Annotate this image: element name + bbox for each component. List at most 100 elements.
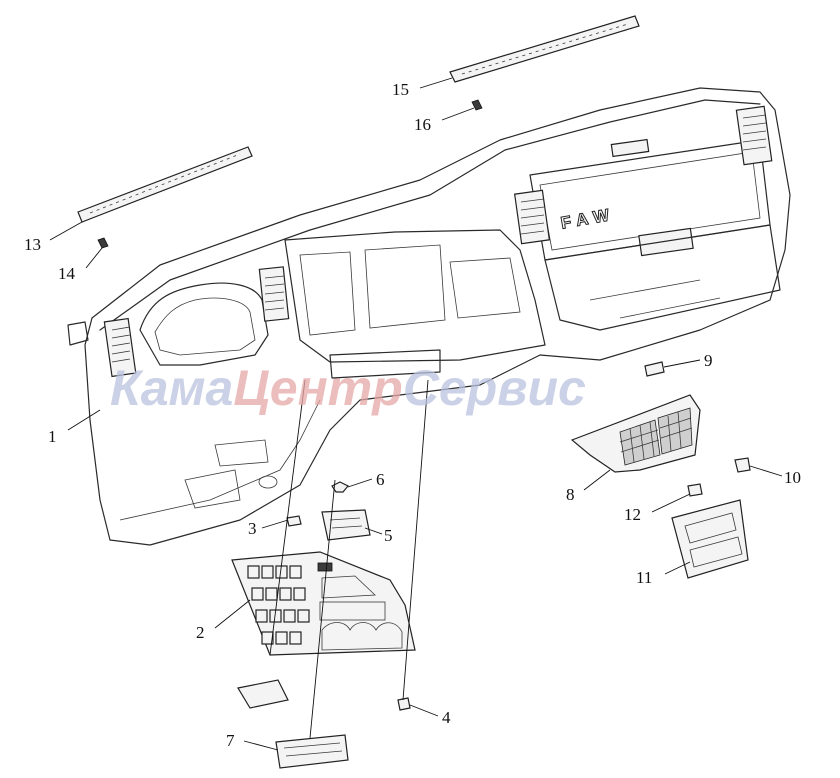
callout-10: 10	[784, 468, 801, 487]
leader-16	[441, 107, 475, 121]
leader-4	[409, 704, 439, 717]
clip-part-9	[644, 361, 665, 377]
switch-button	[289, 631, 302, 645]
instrument-cluster-inner	[154, 297, 256, 356]
switch-button	[247, 565, 260, 579]
lower-compartment-handle	[638, 227, 694, 257]
switch-button	[275, 631, 288, 645]
leader-10	[749, 465, 783, 477]
switch-button	[255, 609, 268, 623]
console-lower-panel	[329, 349, 441, 379]
leader-11	[664, 561, 691, 575]
switch-button	[251, 587, 264, 601]
left-air-vent-slats	[111, 326, 131, 363]
switch-button	[265, 587, 278, 601]
leader-14	[85, 247, 103, 269]
switch-panel	[231, 551, 416, 656]
leader-6	[347, 478, 373, 488]
right-inner-air-vent-slats	[520, 198, 545, 235]
lower-right-shelf-ribs	[589, 279, 721, 319]
callout-13: 13	[24, 235, 41, 254]
leader-7	[243, 740, 279, 751]
right-outer-air-vent-slats	[742, 114, 767, 151]
faw-logo: FAW	[559, 205, 616, 233]
right-defrost-strip-slots	[461, 23, 629, 75]
right-inner-air-vent	[513, 189, 551, 245]
dashboard-top-outline	[91, 87, 791, 319]
callout-12: 12	[624, 505, 641, 524]
leader-9	[663, 359, 701, 368]
callout-1: 1	[48, 427, 57, 446]
callout-9: 9	[704, 351, 713, 370]
callout-16: 16	[414, 115, 431, 134]
leader-12	[651, 493, 691, 513]
switch-panel-gauge-cutouts	[321, 622, 403, 651]
right-strip-clip	[471, 99, 483, 111]
center-left-air-vent	[258, 266, 290, 322]
dashboard-lower-edge	[109, 299, 771, 546]
cup-holder	[671, 499, 749, 579]
center-vent-grille-right	[657, 407, 693, 455]
cup-holder-upper-slot	[684, 512, 737, 544]
radio-part-7-axis	[309, 479, 336, 739]
radio-part-7-face	[283, 742, 343, 757]
dashboard-top-edge	[99, 99, 761, 331]
console-left-bay	[299, 251, 356, 336]
glovebox-handle	[610, 138, 650, 158]
bracket-part-5	[321, 509, 371, 541]
switch-button	[297, 609, 310, 623]
watermark-part-2: Центр	[233, 360, 402, 416]
switch-panel-cutout-top	[321, 575, 376, 599]
switch-panel-buttons	[247, 565, 310, 645]
dashboard-left-bracket	[67, 321, 89, 346]
switch-button	[279, 587, 292, 601]
callout-5: 5	[384, 526, 393, 545]
screw-part-4-axis	[402, 379, 429, 701]
center-console-frame	[284, 229, 546, 363]
lower-left-round-cap	[258, 475, 278, 489]
left-strip-clip	[97, 237, 109, 249]
center-vent-grille-left-lines	[619, 421, 660, 463]
lower-right-shelf	[544, 224, 781, 331]
switch-button	[261, 565, 274, 579]
leader-15	[419, 77, 453, 89]
leader-1	[67, 409, 101, 431]
center-vent-module	[570, 361, 751, 497]
switch-button	[289, 565, 302, 579]
cover-pocket	[237, 679, 289, 709]
callout-11: 11	[636, 568, 652, 587]
cup-holder-frame	[671, 499, 749, 579]
watermark-part-3: Сервис	[403, 360, 586, 416]
dashboard-assembly: FAW	[67, 87, 791, 546]
callout-15: 15	[392, 80, 409, 99]
callout-2: 2	[196, 623, 205, 642]
cup-holder-lower-slot	[689, 536, 743, 568]
defrost-strips	[77, 15, 640, 249]
leader-5	[364, 527, 383, 535]
callout-14: 14	[58, 264, 76, 283]
watermark-text: КамаЦентрСервис	[110, 360, 586, 416]
right-outer-air-vent	[735, 105, 773, 166]
callout-8: 8	[566, 485, 575, 504]
plug-part-10	[734, 457, 751, 473]
switch-panel-indicator	[317, 562, 333, 572]
screw-part-6	[331, 481, 349, 493]
switch-button	[261, 631, 274, 645]
radio-part-7	[275, 734, 349, 769]
callout-7: 7	[226, 731, 235, 750]
leader-8	[583, 469, 611, 491]
switch-button	[283, 609, 296, 623]
leader-3	[261, 519, 289, 529]
center-vent-grille-right-lines	[659, 411, 693, 452]
switch-button	[293, 587, 306, 601]
callouts: 1 2 3 4 5 6 7 8 9 10 11 12 13 14 15 16	[24, 77, 801, 751]
callout-3: 3	[248, 519, 257, 538]
leader-2	[214, 599, 251, 629]
watermark-part-1: Кама	[110, 360, 233, 416]
bracket-part-5-detail	[329, 517, 363, 529]
callout-6: 6	[376, 470, 385, 489]
screw-part-4	[397, 697, 411, 711]
switch-panel-display-slot	[319, 601, 386, 621]
console-middle-bay	[364, 244, 446, 329]
